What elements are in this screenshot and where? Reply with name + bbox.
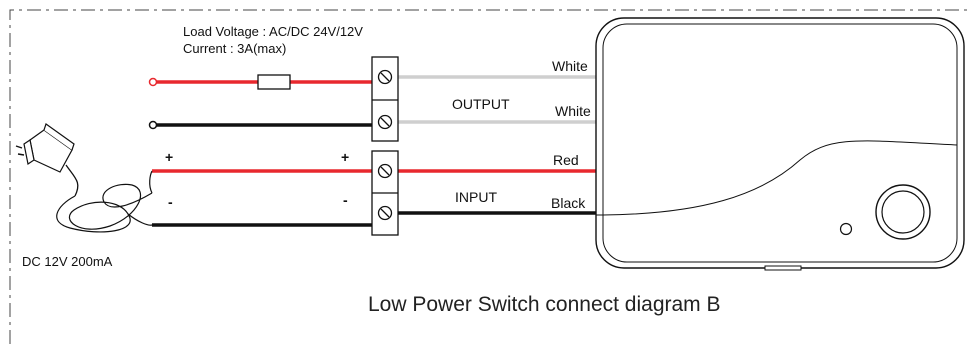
output-wire-red-end [148,77,158,87]
output-terminal-block [371,56,399,142]
output-wire-black-end [148,120,158,130]
push-button-inner [881,190,925,234]
plus-left-label: + [165,149,174,165]
power-adapter-icon [15,123,153,233]
minus-left-label: - [168,194,173,210]
white-label-1: White [552,58,588,74]
output-label: OUTPUT [452,96,510,112]
dashed-border [9,9,969,344]
minus-terminal-label: - [343,192,348,208]
adapter-label: DC 12V 200mA [22,254,113,269]
red-label: Red [553,152,579,168]
switch-device-icon [595,17,965,271]
input-label: INPUT [455,189,497,205]
white-label-2: White [555,103,591,119]
diagram-caption: Low Power Switch connect diagram B [368,293,721,316]
black-label: Black [551,195,586,211]
load-voltage-label: Load Voltage : AC/DC 24V/12V [183,24,363,39]
fuse [257,74,291,90]
current-label: Current : 3A(max) [183,41,287,56]
indicator-led [839,222,853,236]
plus-terminal-label: + [341,149,350,165]
input-terminal-block [371,150,399,236]
